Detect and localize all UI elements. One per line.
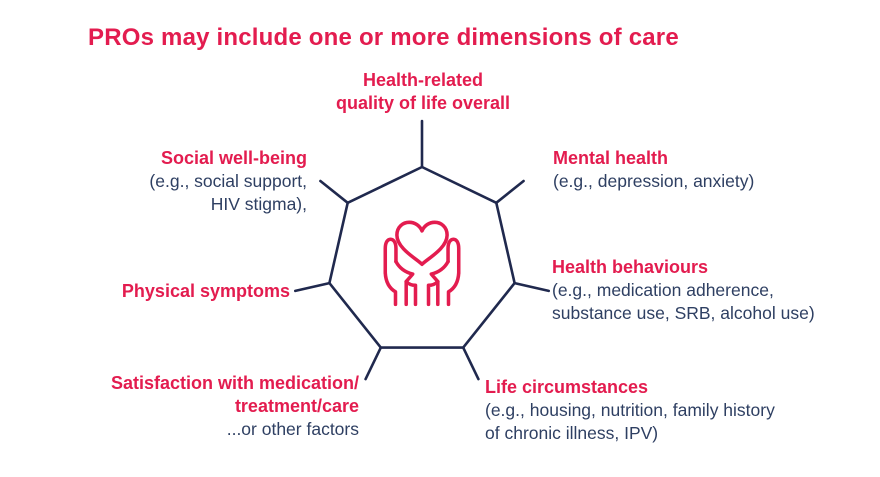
spoke-lower-left xyxy=(364,346,383,381)
dimension-detail: HIV stigma), xyxy=(210,194,307,214)
dimension-heading: quality of life overall xyxy=(335,93,511,113)
dimension-detail: (e.g., social support, xyxy=(149,171,307,191)
label-satisfaction-with-care: Satisfaction with medication/ treatment/… xyxy=(111,372,359,441)
heart-outline xyxy=(395,220,449,267)
dimension-heading: Health-related xyxy=(362,70,484,90)
heptagon-outline xyxy=(328,165,516,349)
dimension-heading: treatment/care xyxy=(234,396,359,416)
dimension-detail: (e.g., housing, nutrition, family histor… xyxy=(485,400,775,420)
page-title: PROs may include one or more dimensions … xyxy=(88,24,679,51)
spoke-upper-left xyxy=(319,179,349,205)
hand-right xyxy=(426,237,461,307)
spoke-left xyxy=(294,281,331,293)
dimension-heading: Life circumstances xyxy=(485,377,649,397)
dimension-detail: of chronic illness, IPV) xyxy=(485,423,659,443)
label-health-behaviours: Health behaviours (e.g., medication adhe… xyxy=(552,256,815,325)
dimension-heading: Mental health xyxy=(553,148,669,168)
spoke-lower-right xyxy=(461,346,480,381)
label-social-well-being: Social well-being (e.g., social support,… xyxy=(149,147,307,216)
label-health-related-qol: Health-related quality of life overall xyxy=(253,69,593,115)
hand-right-middle-finger xyxy=(426,279,440,307)
spoke-right xyxy=(513,281,551,293)
hand-left-outer-edge xyxy=(383,270,398,307)
dimension-detail: (e.g., medication adherence, xyxy=(552,280,774,300)
hand-left-palm-finger xyxy=(394,259,415,307)
dimension-heading: Satisfaction with medication/ xyxy=(110,373,359,393)
hand-left-middle-finger xyxy=(404,279,418,307)
hand-right-thumb xyxy=(446,237,461,275)
hands-holding-heart-icon xyxy=(383,220,461,307)
label-physical-symptoms: Physical symptoms xyxy=(122,280,290,303)
label-mental-health: Mental health (e.g., depression, anxiety… xyxy=(553,147,754,193)
dimension-detail: substance use, SRB, alcohol use) xyxy=(552,303,815,323)
hand-left-thumb xyxy=(383,237,398,275)
heptagon-diagram xyxy=(294,119,551,381)
spoke-upper-right xyxy=(495,179,525,205)
dimension-detail: (e.g., depression, anxiety) xyxy=(553,171,755,191)
hand-right-outer-edge xyxy=(446,270,461,307)
hand-left xyxy=(383,237,418,307)
dimension-detail: ...or other factors xyxy=(226,419,359,439)
dimension-heading: Health behaviours xyxy=(552,257,709,277)
hand-right-palm-finger xyxy=(429,259,450,307)
dimension-heading: Physical symptoms xyxy=(121,281,290,301)
dimension-heading: Social well-being xyxy=(160,148,307,168)
label-life-circumstances: Life circumstances (e.g., housing, nutri… xyxy=(485,376,775,445)
